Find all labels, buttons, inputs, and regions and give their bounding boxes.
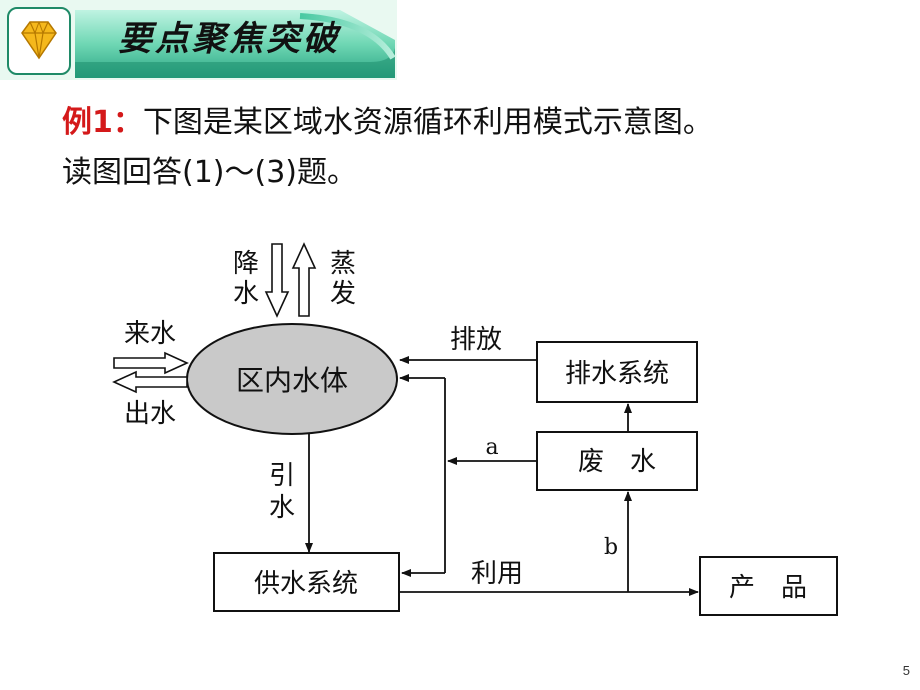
question-line-2: 读图回答(1)～(3)题。 [62, 155, 357, 190]
wastewater-label: 废 水 [578, 447, 656, 477]
inflow-label: 来水 [124, 319, 176, 349]
arrow-a-label: a [485, 435, 498, 460]
outflow-label: 出水 [124, 399, 176, 429]
supply-system-box [213, 552, 400, 612]
banner-graphic: 要点聚焦突破 [0, 0, 397, 80]
discharge-label: 排放 [450, 325, 502, 355]
example-label: 例1 [62, 105, 113, 140]
inflow-arrow [113, 351, 189, 375]
page-number: 5 [902, 663, 910, 678]
water-cycle-diagram: 区内水体 降 水 蒸 发 来水 出水 排水系统 排放 废 水 a 引 水 供水系… [112, 242, 838, 616]
question-stem: 下图是某区域水资源循环利用模式示意图。 [142, 105, 713, 140]
water-body-label: 区内水体 [236, 364, 348, 397]
precipitation-label-1: 降 [233, 249, 259, 279]
question-text: 例1：下图是某区域水资源循环利用模式示意图。 读图回答(1)～(3)题。 [62, 98, 902, 198]
diamond-icon [21, 21, 57, 60]
precipitation-label-2: 水 [233, 279, 259, 309]
arrow-b-label: b [604, 535, 618, 560]
banner-title: 要点聚焦突破 [118, 19, 342, 59]
evaporation-label-1: 蒸 [330, 249, 356, 279]
section-banner: 要点聚焦突破 [0, 0, 397, 80]
utilization-label: 利用 [471, 559, 523, 589]
product-label: 产 品 [729, 573, 807, 603]
example-separator: ： [112, 105, 143, 140]
question-line-1: 例1：下图是某区域水资源循环利用模式示意图。 [62, 98, 902, 148]
intake-label-1: 引 [269, 461, 295, 491]
product-box [699, 556, 838, 616]
intake-label-2: 水 [269, 493, 295, 523]
wastewater-box [536, 431, 698, 491]
outflow-arrow [112, 370, 188, 394]
drainage-system-label: 排水系统 [565, 359, 669, 389]
evaporation-label-2: 发 [330, 279, 356, 309]
precipitation-arrow [264, 243, 290, 318]
drainage-system-box [536, 341, 698, 403]
supply-system-label: 供水系统 [254, 569, 358, 599]
evaporation-arrow [291, 242, 317, 317]
